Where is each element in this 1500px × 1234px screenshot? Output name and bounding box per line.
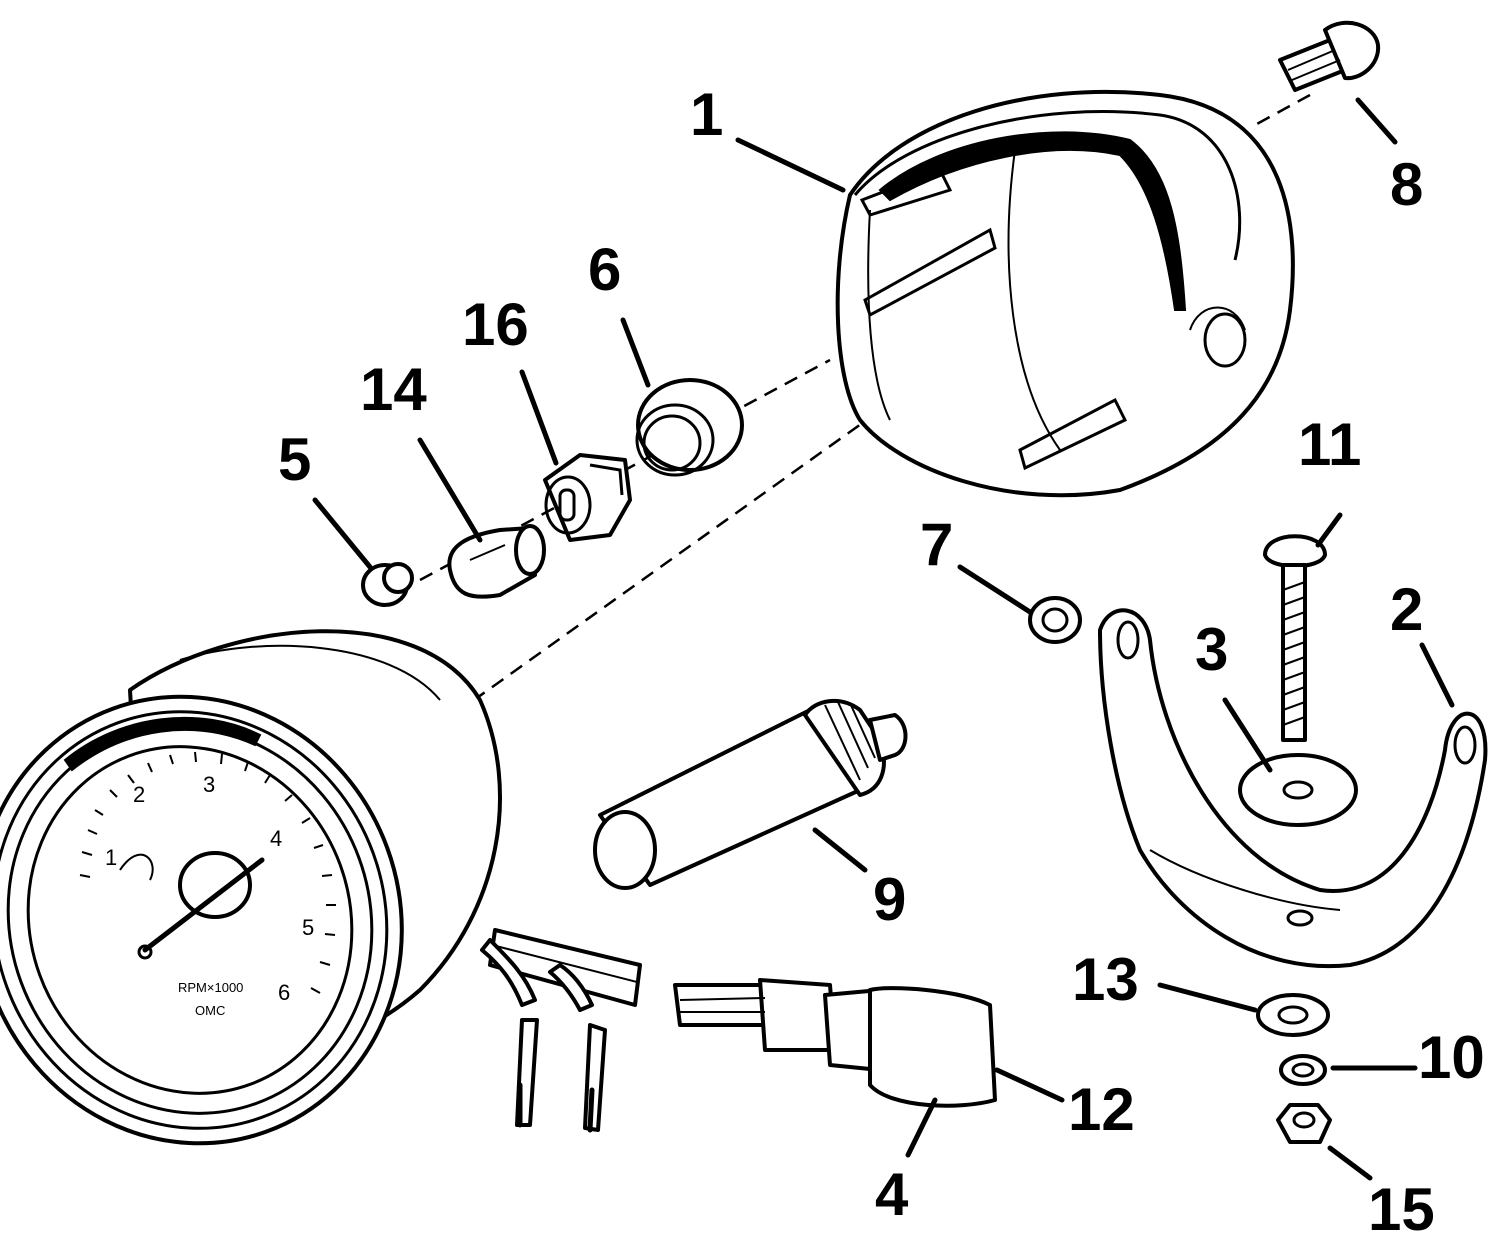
callout-2: 2 xyxy=(1390,576,1423,643)
callout-15: 15 xyxy=(1368,1176,1435,1234)
callout-10: 10 xyxy=(1418,1024,1485,1091)
callout-16: 16 xyxy=(462,291,529,358)
part-6-grommet xyxy=(635,378,744,477)
part-10-lockwasher xyxy=(1279,1054,1327,1086)
part-9-sleeve xyxy=(593,698,908,890)
dial-face-text: RPM×1000 xyxy=(178,980,243,995)
callout-4: 4 xyxy=(875,1161,909,1228)
part-1-housing xyxy=(835,89,1295,498)
callout-11: 11 xyxy=(1298,411,1361,478)
part-7-washer xyxy=(1028,596,1082,644)
callout-12: 12 xyxy=(1068,1076,1135,1143)
callout-6: 6 xyxy=(588,236,621,303)
dial-number-6: 6 xyxy=(278,980,290,1005)
callout-7: 7 xyxy=(920,511,953,578)
part-5-cap xyxy=(361,562,414,607)
callout-labels: 1 2 3 4 5 6 7 8 9 10 11 12 13 14 15 16 xyxy=(278,81,1485,1234)
leader-lines xyxy=(312,97,1455,1181)
dial-face-brand: OMC xyxy=(195,1003,225,1018)
part-8-screw xyxy=(1278,20,1381,92)
dial-number-3: 3 xyxy=(203,772,215,797)
part-11-bolt xyxy=(1263,534,1327,742)
callout-14: 14 xyxy=(360,356,427,423)
tachometer-gauge: 1 2 3 4 5 6 RPM×1000 OMC xyxy=(0,629,502,1146)
callout-9: 9 xyxy=(873,866,906,933)
dial-number-1: 1 xyxy=(105,845,117,870)
part-13-washer xyxy=(1256,993,1330,1037)
callout-1: 1 xyxy=(690,81,723,148)
part-16-socket xyxy=(543,453,632,542)
part-15-nut xyxy=(1276,1103,1332,1144)
callout-8: 8 xyxy=(1390,151,1423,218)
callout-13: 13 xyxy=(1072,946,1139,1013)
dial-needle xyxy=(142,857,265,953)
part-14-bulb xyxy=(447,524,546,599)
part-3-washer xyxy=(1238,753,1358,827)
dial-number-5: 5 xyxy=(302,915,314,940)
part-4-12-connector xyxy=(673,978,997,1108)
dial-number-2: 2 xyxy=(133,782,145,807)
dial-number-4: 4 xyxy=(270,826,282,851)
gauge-wires xyxy=(480,928,642,1133)
part-2-bracket xyxy=(1098,608,1488,969)
callout-3: 3 xyxy=(1195,616,1228,683)
callout-5: 5 xyxy=(278,426,311,493)
